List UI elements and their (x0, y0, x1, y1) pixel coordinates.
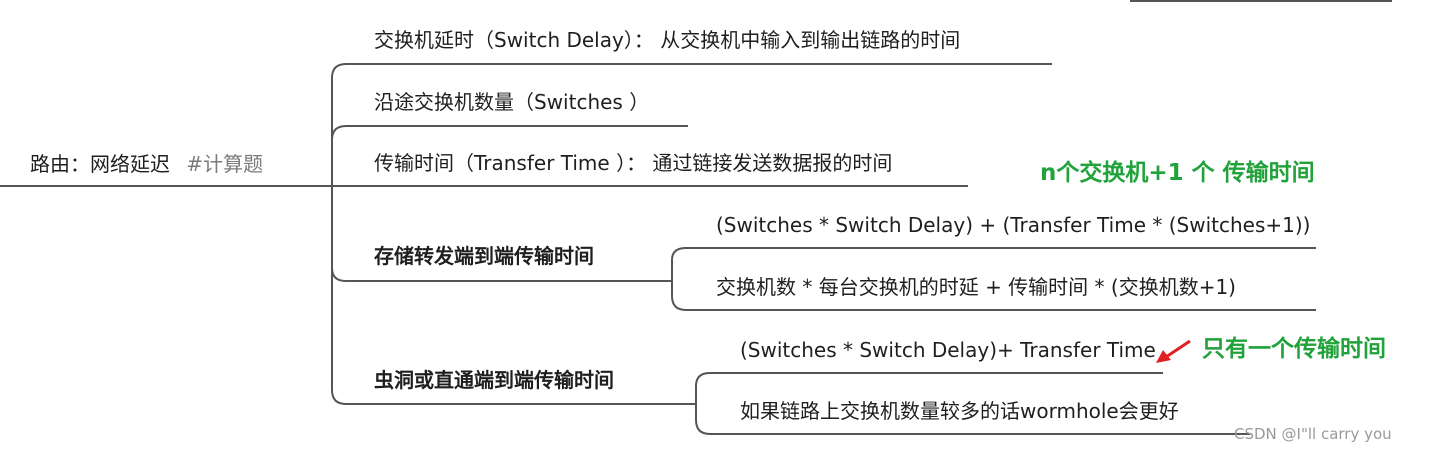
red-arrow-shaft (1165, 339, 1191, 359)
branch-store-forward: 存储转发端到端传输时间 (374, 244, 594, 268)
store-sub-bottom (671, 281, 1316, 311)
wormhole-note: 如果链路上交换机数量较多的话wormhole会更好 (740, 399, 1179, 423)
hub-top (331, 63, 1052, 186)
branch-wormhole: 虫洞或直通端到端传输时间 (374, 368, 614, 392)
hub-wormhole (331, 268, 696, 405)
wormhole-formula: (Switches * Switch Delay)+ Transfer Time (740, 338, 1156, 362)
store-sub-top (671, 247, 1316, 281)
root-label: 路由：网络延迟 #计算题 (30, 152, 263, 176)
store-formula-cn: 交换机数 * 每台交换机的时延 + 传输时间 * (交换机数+1) (716, 275, 1236, 299)
red-arrow-head (1156, 350, 1171, 363)
branch-transfer-time: 传输时间（Transfer Time ）： 通过链接发送数据报的时间 (374, 151, 893, 175)
worm-sub-top (695, 372, 1163, 404)
branch-switches: 沿途交换机数量（Switches ） (374, 90, 650, 114)
branch-switch-delay: 交换机延时（Switch Delay）： 从交换机中输入到输出链路的时间 (374, 28, 961, 52)
root-title: 路由：网络延迟 (30, 152, 170, 176)
root-tag: #计算题 (186, 152, 264, 176)
annotation-note1: n个交换机+1 个 传输时间 (1040, 160, 1315, 186)
worm-sub-bottom (695, 404, 1250, 435)
watermark: CSDN @I"ll carry you (1234, 425, 1392, 443)
store-formula: (Switches * Switch Delay) + (Transfer Ti… (716, 213, 1311, 237)
annotation-note2: 只有一个传输时间 (1202, 336, 1386, 362)
hub-switches (331, 125, 688, 141)
